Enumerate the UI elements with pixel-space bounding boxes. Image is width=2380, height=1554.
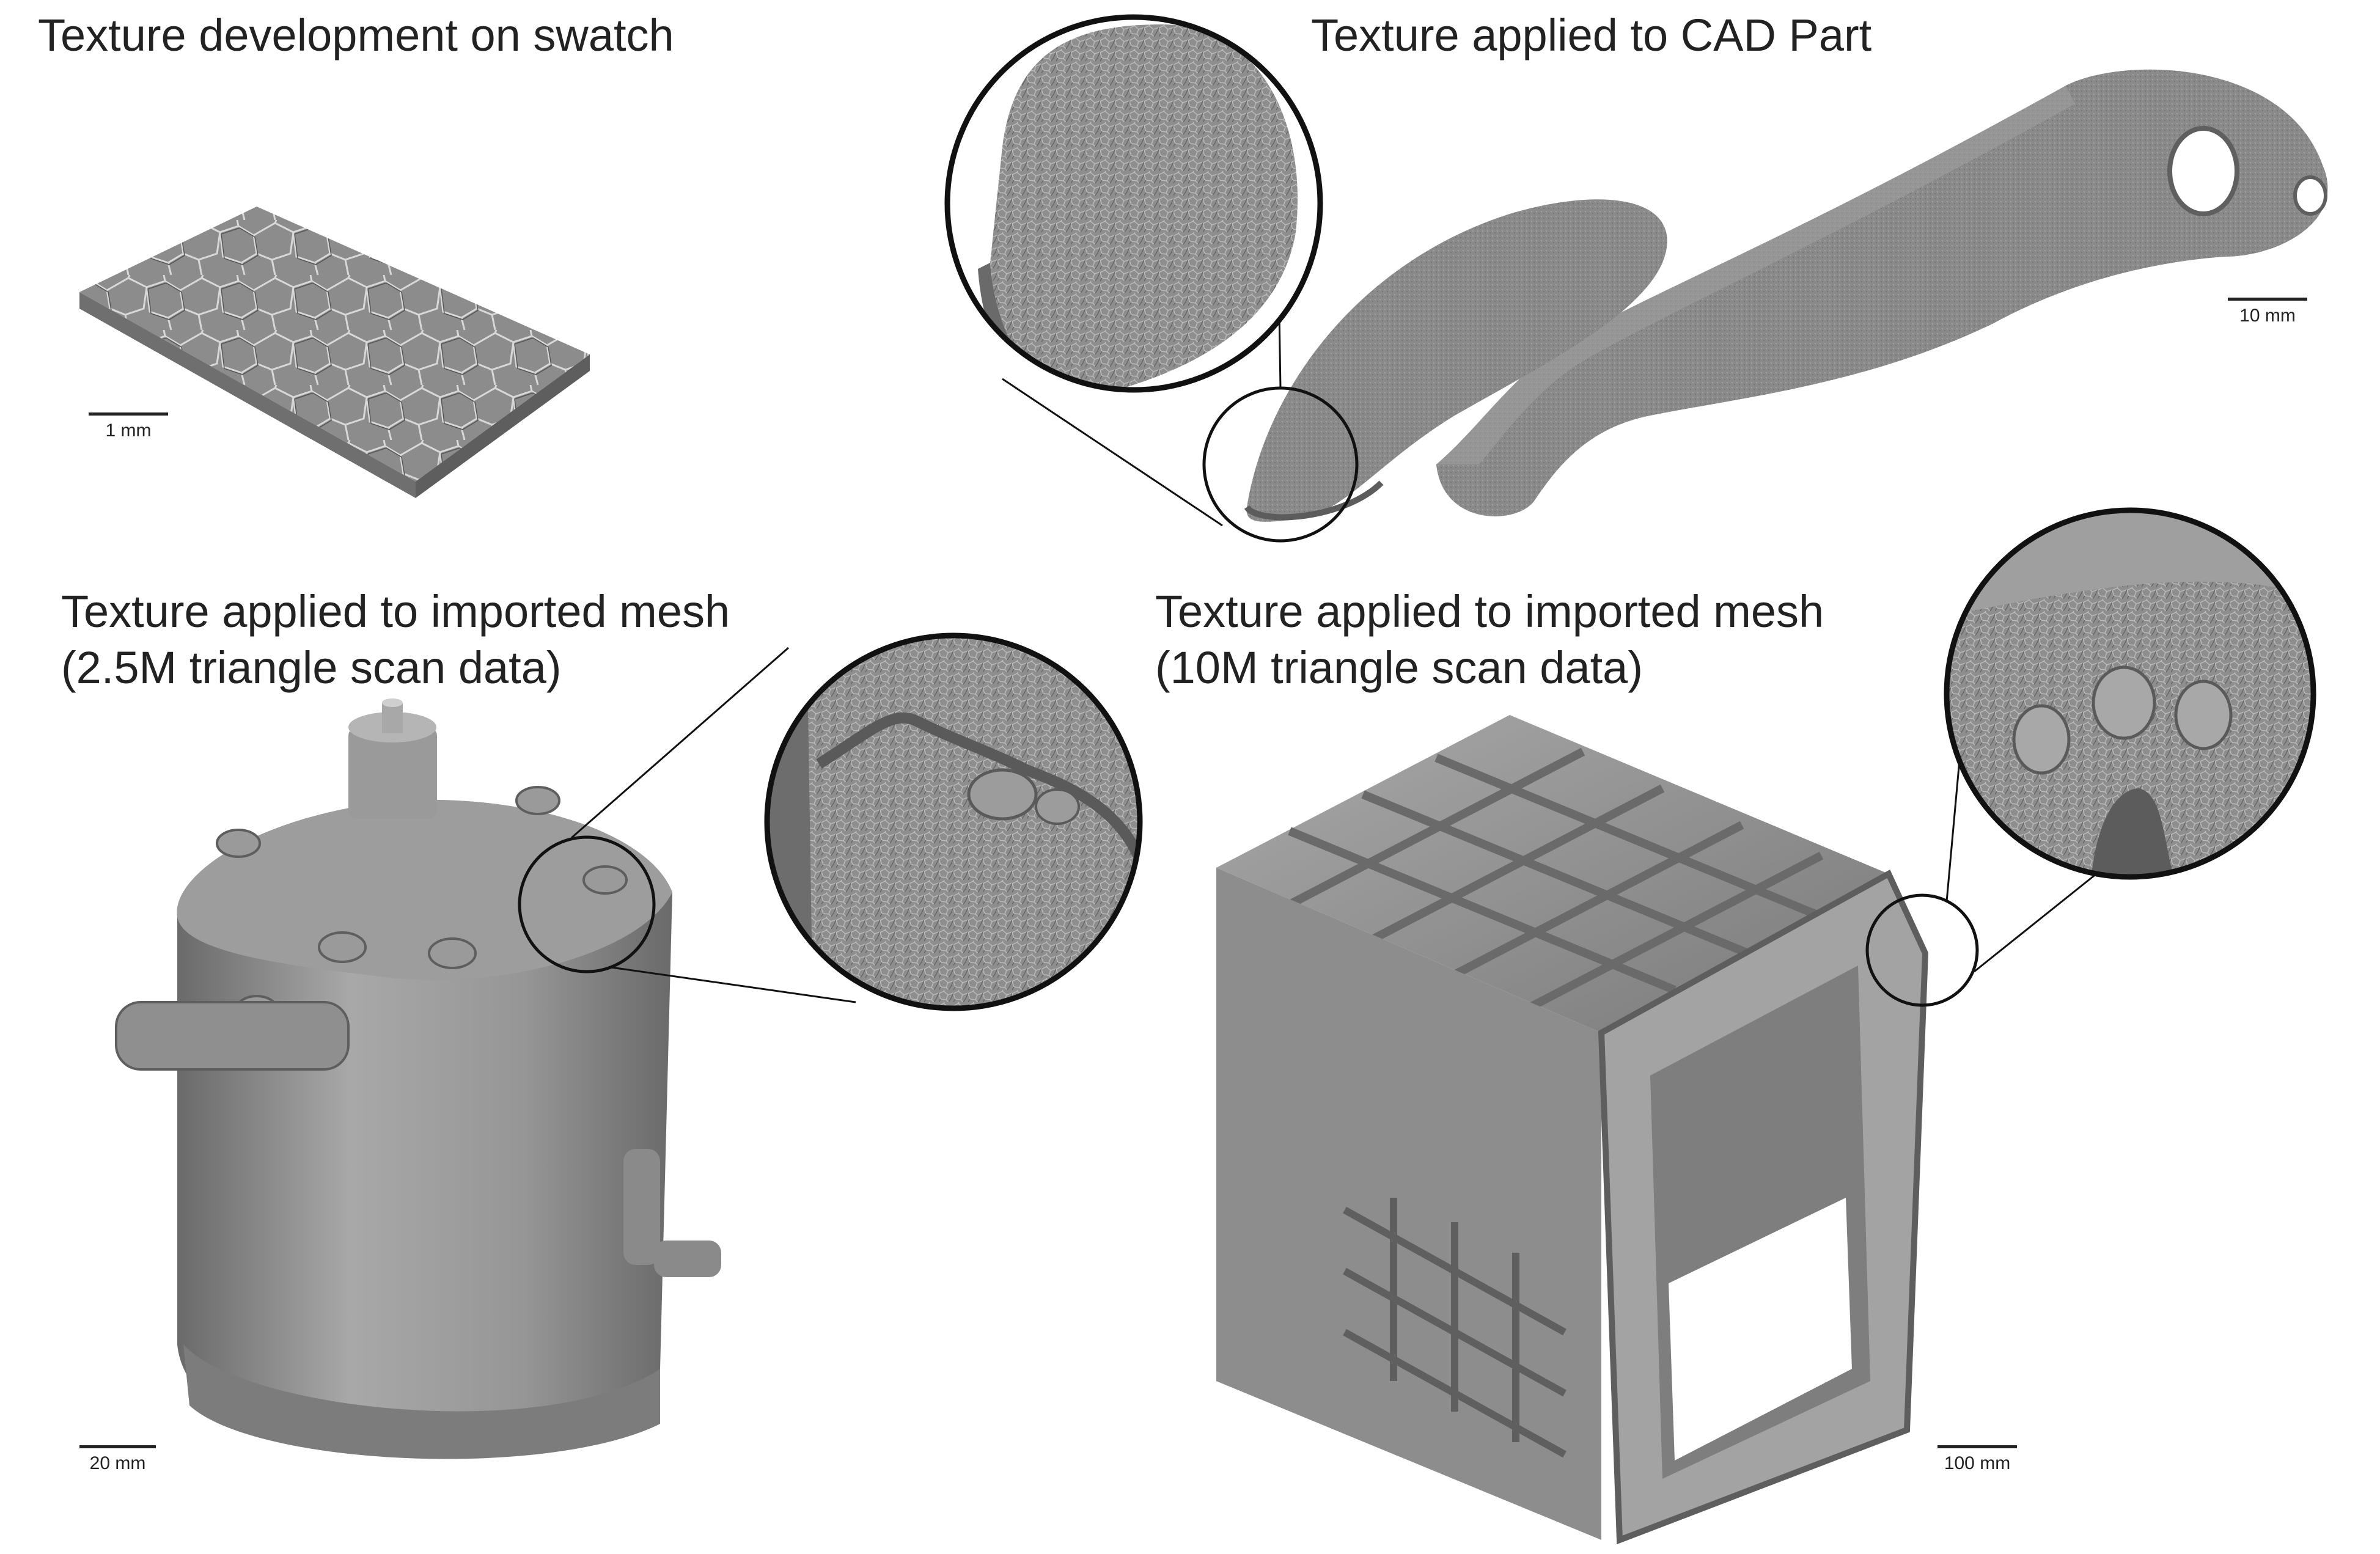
cad-part-model	[944, 14, 2328, 543]
scale-bar-line	[89, 412, 168, 416]
scale-bar-line	[2228, 298, 2307, 301]
scale-bar-label: 1 mm	[105, 420, 152, 441]
swatch-model	[79, 207, 590, 498]
mesh-2-5m-scale-bar: 20 mm	[79, 1445, 156, 1475]
cad-part-panel-title: Texture applied to CAD Part	[1311, 10, 1872, 60]
scale-bar-line	[1937, 1445, 2017, 1448]
swatch-scale-bar: 1 mm	[89, 412, 168, 442]
mesh-10m-panel-title: Texture applied to imported mesh (10M tr…	[1155, 586, 1824, 693]
cad-part-scale-bar: 10 mm	[2228, 298, 2307, 328]
mesh-2-5m-panel-title: Texture applied to imported mesh (2.5M t…	[61, 586, 730, 693]
scale-bar-line	[79, 1445, 156, 1448]
scale-bar-label: 10 mm	[2239, 306, 2296, 326]
scale-bar-label: 100 mm	[1944, 1453, 2011, 1473]
swatch-panel-title: Texture development on swatch	[38, 10, 674, 60]
mesh-10m-scale-bar: 100 mm	[1937, 1445, 2017, 1475]
gearbox-mesh-model	[1216, 507, 2316, 1545]
scale-bar-label: 20 mm	[89, 1453, 146, 1473]
motor-mesh-model	[115, 632, 1143, 1459]
